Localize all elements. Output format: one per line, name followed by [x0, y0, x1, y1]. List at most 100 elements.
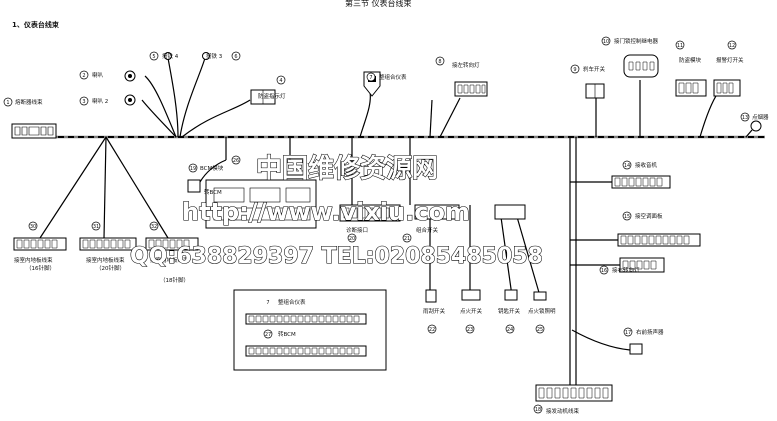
connector-right-turn [619, 257, 665, 273]
callout-13-num: 13 [742, 115, 748, 121]
callout-5-num: 5 [152, 54, 155, 60]
callout-25-num: 25 [537, 327, 543, 333]
harness-branches [39, 57, 753, 385]
callout-5-label: 搭铁 4 [162, 52, 179, 60]
connector-horn-1 [124, 94, 136, 106]
legend-label-bcm: 转BCM [278, 330, 296, 338]
callout-19-label: BCM模块 [200, 164, 224, 172]
callout-14-label: 接收音机 [635, 161, 658, 169]
watermark-qq: QQ:638829397 TEL:02085485058 [130, 244, 543, 269]
connector-bcm-block [205, 179, 317, 229]
callout-16-num: 16 [601, 268, 607, 274]
callout-20-num: 20 [349, 236, 355, 242]
connector-horn-2 [124, 70, 136, 82]
connector-key-switch [504, 289, 518, 301]
callout-32-num: 32 [151, 224, 157, 230]
callout-12-label: 报警灯开关 [716, 56, 744, 64]
connector-radio [611, 175, 671, 189]
callout-17-label: 右前扬声器 [636, 328, 664, 336]
callout-11-label: 防盗模块 [679, 56, 702, 64]
callout-6-num: 6 [234, 54, 237, 60]
callout-31-sub: （20针脚） [96, 264, 125, 272]
callout-3-num: 3 [82, 99, 85, 105]
connector-diag-port [339, 204, 401, 222]
connector-ignition-switch [461, 289, 481, 301]
callout-22-label: 雨刮开关 [423, 307, 446, 315]
connector-ignition-lamp [533, 291, 547, 301]
page-title: 第三节 仪表台线束 [345, 0, 412, 8]
callout-26-label: 转BCM [204, 188, 222, 196]
connector-antitheft-lamp [250, 89, 276, 105]
connector-door-lock-relay [623, 54, 659, 78]
connector-lighter [750, 120, 762, 132]
callout-12-num: 12 [729, 43, 735, 49]
connector-wiper-switch [425, 289, 437, 303]
callout-8-num: 8 [438, 59, 441, 65]
callout-14-num: 14 [624, 163, 630, 169]
callout-7-num: 7 [369, 75, 372, 81]
callout-10-label: 接门锁控制继电器 [614, 37, 659, 45]
connector-left-turn [454, 81, 488, 97]
callout-3-label: 喇叭 2 [92, 97, 108, 105]
callout-1-label: 熔断器线束 [15, 98, 43, 106]
connector-ground-4 [164, 52, 172, 60]
callout-2-num: 2 [82, 73, 85, 79]
section-title: 1、仪表台线束 [12, 20, 60, 29]
connector-ground-3 [202, 52, 210, 60]
callout-17-num: 17 [625, 330, 631, 336]
connector-fuse-harness [11, 123, 57, 139]
callout-9-num: 9 [573, 67, 576, 73]
callout-23-num: 23 [467, 327, 473, 333]
watermark-url: http://www.vixiu.com [182, 198, 470, 226]
callout-21-label: 组合开关 [416, 226, 439, 234]
callout-8-label: 接左转向灯 [452, 61, 480, 69]
callout-30-label: 接室内地板线束 [14, 256, 53, 264]
callout-26-num: 26 [233, 158, 239, 164]
legend-label-combo: 整组合仪表 [278, 298, 306, 306]
callout-31-label: 接室内地板线束 [86, 256, 125, 264]
callout-2-label: 喇叭 [92, 71, 104, 79]
callout-16-label: 接右转向灯 [612, 266, 640, 274]
callout-24-num: 24 [507, 327, 513, 333]
callout-32-sub: （18针脚） [160, 276, 189, 284]
callout-11-num: 11 [677, 43, 683, 49]
callout-21-num: 21 [404, 236, 410, 242]
callout-1-num: 1 [6, 100, 9, 106]
watermark: 中国维修资源网 http://www.vixiu.com QQ:63882939… [129, 152, 543, 269]
callout-19-num: 19 [190, 166, 196, 172]
callout-27-num: 27 [265, 332, 271, 338]
legend-box [233, 289, 387, 371]
callout-4-label: 防盗指示灯 [258, 92, 286, 100]
callout-18-num: 18 [535, 407, 541, 413]
watermark-cn: 中国维修资源网 [256, 153, 438, 184]
callout-22-num: 22 [429, 327, 435, 333]
callout-24-label: 钥匙开关 [498, 307, 521, 315]
connector-ac-panel [617, 233, 701, 247]
callout-23-label: 点火开关 [460, 307, 483, 315]
callout-10-num: 10 [603, 39, 609, 45]
connector-engine-harness [535, 384, 613, 402]
callout-15-label: 接空调面板 [635, 212, 663, 220]
callout-20-label: 诊断接口 [346, 226, 368, 234]
callout-4-num: 4 [279, 78, 282, 84]
connector-floor-20pin [79, 237, 137, 251]
callout-32-label: 接室内地板线束 [150, 256, 189, 264]
connector-bcm-small [187, 179, 201, 193]
callout-15-num: 15 [624, 214, 630, 220]
connector-hazard-switch [713, 79, 741, 97]
callout-9-label: 刹车开关 [583, 65, 606, 73]
callout-6-label: 搭铁 3 [206, 52, 223, 60]
connector-right-speaker [629, 343, 643, 355]
callout-30-sub: （16针脚） [26, 264, 55, 272]
callout-13-label: 点烟器 [752, 113, 769, 121]
callout-7b-num: 7 [266, 300, 269, 306]
connector-combo-switch [414, 204, 526, 220]
callout-30-num: 30 [30, 224, 36, 230]
callout-25-label: 点火锁照明 [528, 307, 556, 315]
callout-31-num: 31 [93, 224, 99, 230]
connector-floor-18pin [145, 237, 199, 251]
connector-antitheft-module [675, 79, 707, 97]
connector-floor-16pin [13, 237, 67, 251]
connector-brake-switch [585, 83, 605, 99]
